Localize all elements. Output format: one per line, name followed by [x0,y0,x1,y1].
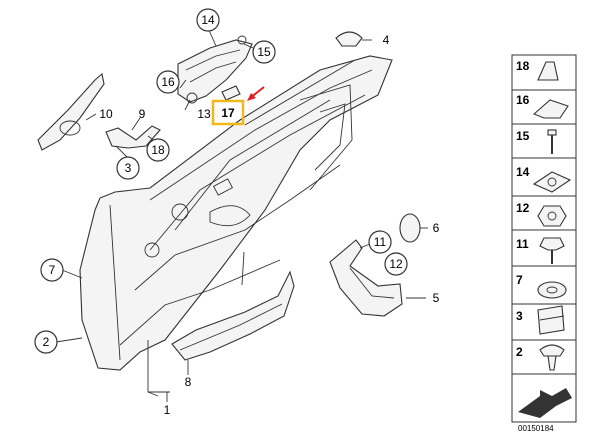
callout-6: 6 [433,221,440,235]
svg-text:18: 18 [516,59,530,73]
legend-row-12: 12 [512,201,576,231]
svg-text:4: 4 [383,33,390,47]
red-pointer-arrow [247,86,265,101]
svg-text:6: 6 [433,221,440,235]
diagram-id: 00150184 [518,424,554,433]
svg-text:7: 7 [516,273,523,287]
trim-strip [37,72,105,151]
svg-text:12: 12 [516,201,530,215]
nut-clip-icon [532,171,572,193]
callout-17-highlight: 17 [211,99,245,126]
bracket-clip-icon [532,99,569,119]
spring-nut-icon [537,305,565,335]
bracket [105,125,161,149]
callout-1: 1 [164,403,171,417]
callout-10: 10 [99,107,113,121]
leader-lines [55,27,428,402]
svg-text:14: 14 [201,13,215,27]
callout-11: 11 [368,230,392,254]
svg-text:12: 12 [389,257,403,271]
cover-cap [399,213,421,243]
callout-8: 8 [185,375,192,389]
legend-row-18: 18 [512,59,576,91]
svg-text:9: 9 [139,107,146,121]
svg-text:11: 11 [516,237,529,251]
legend-row-arrow [518,388,572,418]
legend-row-11: 11 [512,237,576,267]
callout-2: 2 [34,330,58,354]
svg-text:18: 18 [151,143,165,157]
svg-text:1: 1 [164,403,171,417]
callout-5: 5 [433,291,440,305]
door-pocket [171,270,295,361]
callout-15: 15 [252,40,276,64]
screw-icon [547,129,557,136]
callout-4: 4 [383,33,390,47]
svg-text:7: 7 [49,263,56,277]
hex-nut-icon [537,205,567,227]
highlight-box [211,99,245,126]
handle-assembly [177,35,253,104]
callout-18: 18 [146,138,170,162]
svg-text:16: 16 [516,93,530,107]
svg-text:15: 15 [516,129,530,143]
svg-text:17: 17 [221,106,235,120]
legend-row-3: 3 [512,305,576,341]
legend-row-7: 7 [512,273,576,305]
svg-text:15: 15 [257,45,271,59]
callout-3: 3 [116,156,140,180]
screw-hex-icon [539,237,565,251]
callout-12: 12 [384,252,408,276]
svg-text:3: 3 [125,161,132,175]
svg-text:5: 5 [433,291,440,305]
svg-text:3: 3 [516,309,523,323]
svg-text:2: 2 [516,345,523,359]
clip-icon [537,61,559,81]
direction-arrow-icon [518,388,572,418]
svg-text:14: 14 [516,165,530,179]
svg-text:11: 11 [374,235,387,249]
svg-text:8: 8 [185,375,192,389]
callout-16: 16 [156,70,180,94]
expanding-rivet-icon [539,344,565,357]
callout-9: 9 [139,107,146,121]
expanding-nut-icon [537,281,567,299]
callout-14: 14 [196,8,220,32]
legend-row-14: 14 [512,165,576,197]
legend-row-15: 15 [512,129,576,159]
legend-row-2: 2 [512,344,576,375]
legend-row-16: 16 [512,93,576,125]
callout-7: 7 [40,258,64,282]
door-panel [79,55,393,371]
svg-text:10: 10 [99,107,113,121]
callout-13: 13 [197,107,211,121]
legend-column: 18 16 15 14 12 11 [511,54,577,423]
svg-text:2: 2 [43,335,50,349]
svg-text:16: 16 [161,75,175,89]
plug [335,31,363,47]
trim-bracket-5 [329,239,403,317]
svg-text:13: 13 [197,107,211,121]
